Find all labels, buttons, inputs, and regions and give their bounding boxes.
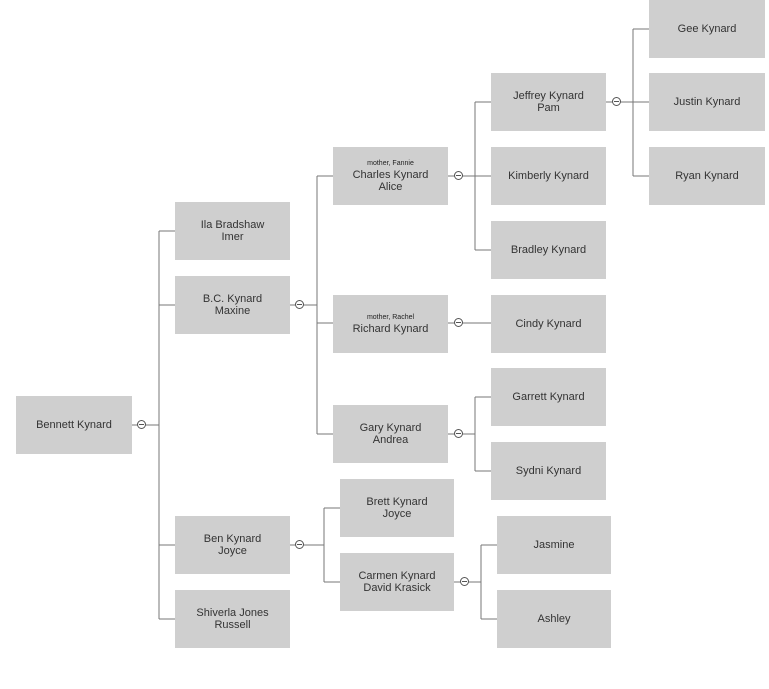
- person-justin-kynard[interactable]: Justin Kynard: [649, 73, 765, 131]
- spouse-name: Joyce: [218, 545, 247, 557]
- collapse-bennett-icon[interactable]: [137, 420, 146, 429]
- collapse-richard-icon[interactable]: [454, 318, 463, 327]
- person-name: Ben Kynard: [203, 533, 262, 545]
- person-shiverla-jones[interactable]: Shiverla Jones Russell: [175, 590, 290, 648]
- person-bennett-kynard[interactable]: Bennett Kynard: [16, 396, 132, 454]
- collapse-gary-icon[interactable]: [454, 429, 463, 438]
- person-name: Jeffrey Kynard: [513, 90, 584, 102]
- person-bradley-kynard[interactable]: Bradley Kynard: [491, 221, 606, 279]
- person-kimberly-kynard[interactable]: Kimberly Kynard: [491, 147, 606, 205]
- person-carmen-kynard[interactable]: Carmen Kynard David Krasick: [340, 553, 454, 611]
- collapse-charles-icon[interactable]: [454, 171, 463, 180]
- person-jeffrey-kynard[interactable]: Jeffrey Kynard Pam: [491, 73, 606, 131]
- spouse-name: Russell: [214, 619, 251, 631]
- person-name: Gary Kynard: [359, 422, 422, 434]
- person-ila-bradshaw[interactable]: Ila Bradshaw Imer: [175, 202, 290, 260]
- person-name: Bradley Kynard: [510, 244, 587, 256]
- spouse-name: Andrea: [372, 434, 409, 446]
- person-ben-kynard[interactable]: Ben Kynard Joyce: [175, 516, 290, 574]
- spouse-name: David Krasick: [363, 582, 431, 594]
- person-ashley[interactable]: Ashley: [497, 590, 611, 648]
- person-name: B.C. Kynard: [202, 293, 263, 305]
- person-gary-kynard[interactable]: Gary Kynard Andrea: [333, 405, 448, 463]
- person-name: Justin Kynard: [673, 96, 741, 108]
- person-name: Ryan Kynard: [675, 170, 739, 182]
- person-name: Shiverla Jones: [196, 607, 269, 619]
- person-name: Jasmine: [533, 539, 575, 551]
- person-name: Ila Bradshaw: [200, 219, 265, 231]
- person-cindy-kynard[interactable]: Cindy Kynard: [491, 295, 606, 353]
- spouse-name: Imer: [221, 231, 244, 243]
- person-ryan-kynard[interactable]: Ryan Kynard: [649, 147, 765, 205]
- person-name: Brett Kynard: [366, 496, 428, 508]
- person-sydni-kynard[interactable]: Sydni Kynard: [491, 442, 606, 500]
- person-name: Garrett Kynard: [512, 391, 585, 403]
- collapse-bc-icon[interactable]: [295, 300, 304, 309]
- spouse-name: Alice: [378, 181, 403, 193]
- collapse-jeffrey-icon[interactable]: [612, 97, 621, 106]
- person-name: Sydni Kynard: [515, 465, 582, 477]
- person-name: Richard Kynard: [352, 323, 429, 335]
- person-name: Gee Kynard: [677, 23, 737, 35]
- spouse-name: Maxine: [214, 305, 251, 317]
- collapse-ben-icon[interactable]: [295, 540, 304, 549]
- person-name: Ashley: [537, 613, 571, 625]
- person-name: Kimberly Kynard: [508, 170, 589, 182]
- person-brett-kynard[interactable]: Brett Kynard Joyce: [340, 479, 454, 537]
- spouse-name: Joyce: [382, 508, 412, 520]
- person-bc-kynard[interactable]: B.C. Kynard Maxine: [175, 276, 290, 334]
- person-garrett-kynard[interactable]: Garrett Kynard: [491, 368, 606, 426]
- person-gee-kynard[interactable]: Gee Kynard: [649, 0, 765, 58]
- person-charles-kynard[interactable]: mother, Fannie Charles Kynard Alice: [333, 147, 448, 205]
- note-label: mother, Rachel: [366, 314, 415, 321]
- note-label: mother, Fannie: [367, 160, 414, 167]
- person-name: Carmen Kynard: [358, 570, 436, 582]
- collapse-carmen-icon[interactable]: [460, 577, 469, 586]
- person-name: Cindy Kynard: [515, 318, 582, 330]
- person-name: Bennett Kynard: [36, 419, 112, 431]
- person-name: Charles Kynard: [352, 169, 429, 181]
- spouse-name: Pam: [537, 102, 560, 114]
- person-richard-kynard[interactable]: mother, Rachel Richard Kynard: [333, 295, 448, 353]
- person-jasmine[interactable]: Jasmine: [497, 516, 611, 574]
